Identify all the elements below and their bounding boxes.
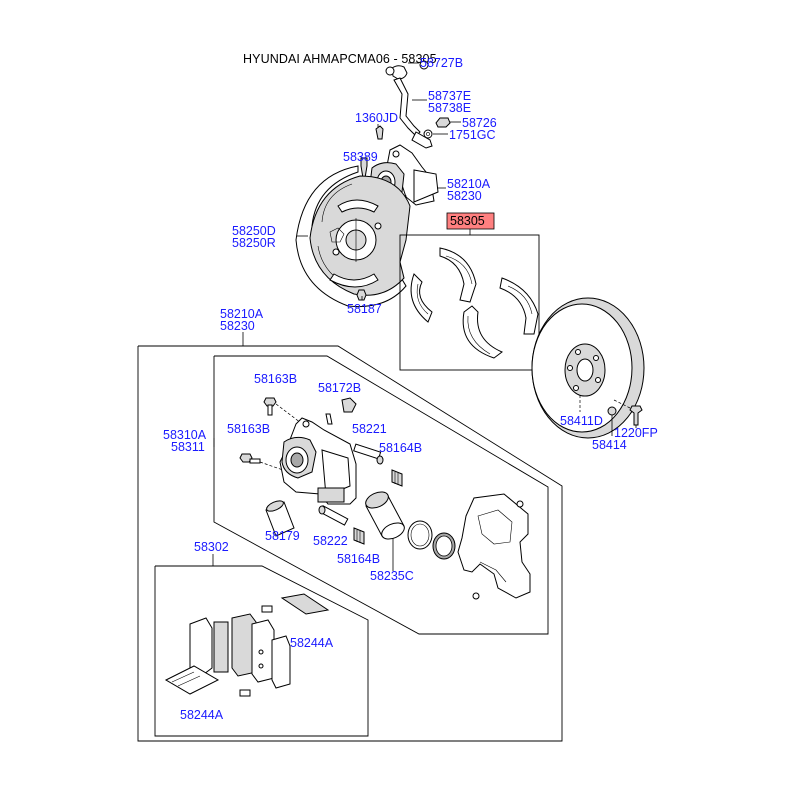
label-1360jd: 1360JD (355, 111, 398, 125)
brake-shoes (410, 247, 539, 359)
caliper-body (279, 417, 357, 505)
highlight-58305-box (446, 212, 495, 230)
label-58179: 58179 (265, 529, 300, 543)
label-1220fp: 1220FP (614, 426, 658, 440)
label-58163b-upper: 58163B (254, 372, 297, 386)
label-58738e: 58738E (428, 101, 471, 115)
brake-hose (385, 60, 433, 149)
label-58235c: 58235C (370, 569, 414, 583)
label-58210a-top: 58210A (447, 177, 491, 191)
boot-58164b-upper (391, 469, 403, 487)
label-58737e: 58737E (428, 89, 471, 103)
label-58210a-mid: 58210A (220, 307, 264, 321)
screw-58414 (607, 406, 617, 436)
guide-pin-58222 (318, 505, 349, 526)
label-58414: 58414 (592, 438, 627, 452)
label-58222: 58222 (313, 534, 348, 548)
label-58230-top: 58230 (447, 189, 482, 203)
label-58172b: 58172B (318, 381, 361, 395)
label-58305: 58305 (450, 214, 485, 228)
label-58230-mid: 58230 (220, 319, 255, 333)
guide-pin-58221 (353, 443, 384, 465)
caliper-assembly-frame (137, 345, 563, 742)
pad-kit-frame (154, 565, 369, 737)
bolt-1220fp (629, 405, 643, 428)
label-58244a-right: 58244A (290, 636, 334, 650)
diagram-title: HYUNDAI AHMAPCMA06 - 58305 (243, 52, 437, 66)
piston-seal-rings (407, 520, 456, 560)
label-58302: 58302 (194, 540, 229, 554)
label-58221: 58221 (352, 422, 387, 436)
backing-plate (295, 165, 411, 308)
bolt-58163b-upper (263, 397, 277, 416)
shoe-kit-frame (399, 234, 540, 371)
washer-1751gc (423, 129, 433, 139)
label-58187: 58187 (347, 302, 382, 316)
label-58310a: 58310A (163, 428, 207, 442)
brake-pads (164, 593, 330, 697)
label-58726: 58726 (462, 116, 497, 130)
bolt-1360jd (375, 125, 384, 140)
label-58727b: 58727B (420, 56, 463, 70)
label-58411d: 58411D (560, 414, 603, 428)
boot-58164b-lower (353, 527, 365, 545)
label-58389: 58389 (343, 150, 378, 164)
label-58163b-lower: 58163B (227, 422, 270, 436)
brake-rotor (531, 297, 645, 439)
label-58164b-upper: 58164B (379, 441, 422, 455)
caliper-bracket (457, 493, 531, 600)
label-58250d: 58250D (232, 224, 276, 238)
caliper-subassembly-frame (213, 355, 549, 635)
label-1751gc: 1751GC (449, 128, 496, 142)
label-58311: 58311 (171, 440, 205, 454)
bolt-58726 (435, 117, 451, 128)
label-58250r: 58250R (232, 236, 276, 250)
piston-58235c (365, 491, 405, 540)
bushing-58179 (265, 500, 295, 537)
bolt-58163b-lower (239, 453, 261, 464)
label-58244a-bottom: 58244A (180, 708, 224, 722)
plug-58187 (356, 289, 367, 301)
label-58164b-lower: 58164B (337, 552, 380, 566)
bleeder-58172b (325, 397, 357, 425)
